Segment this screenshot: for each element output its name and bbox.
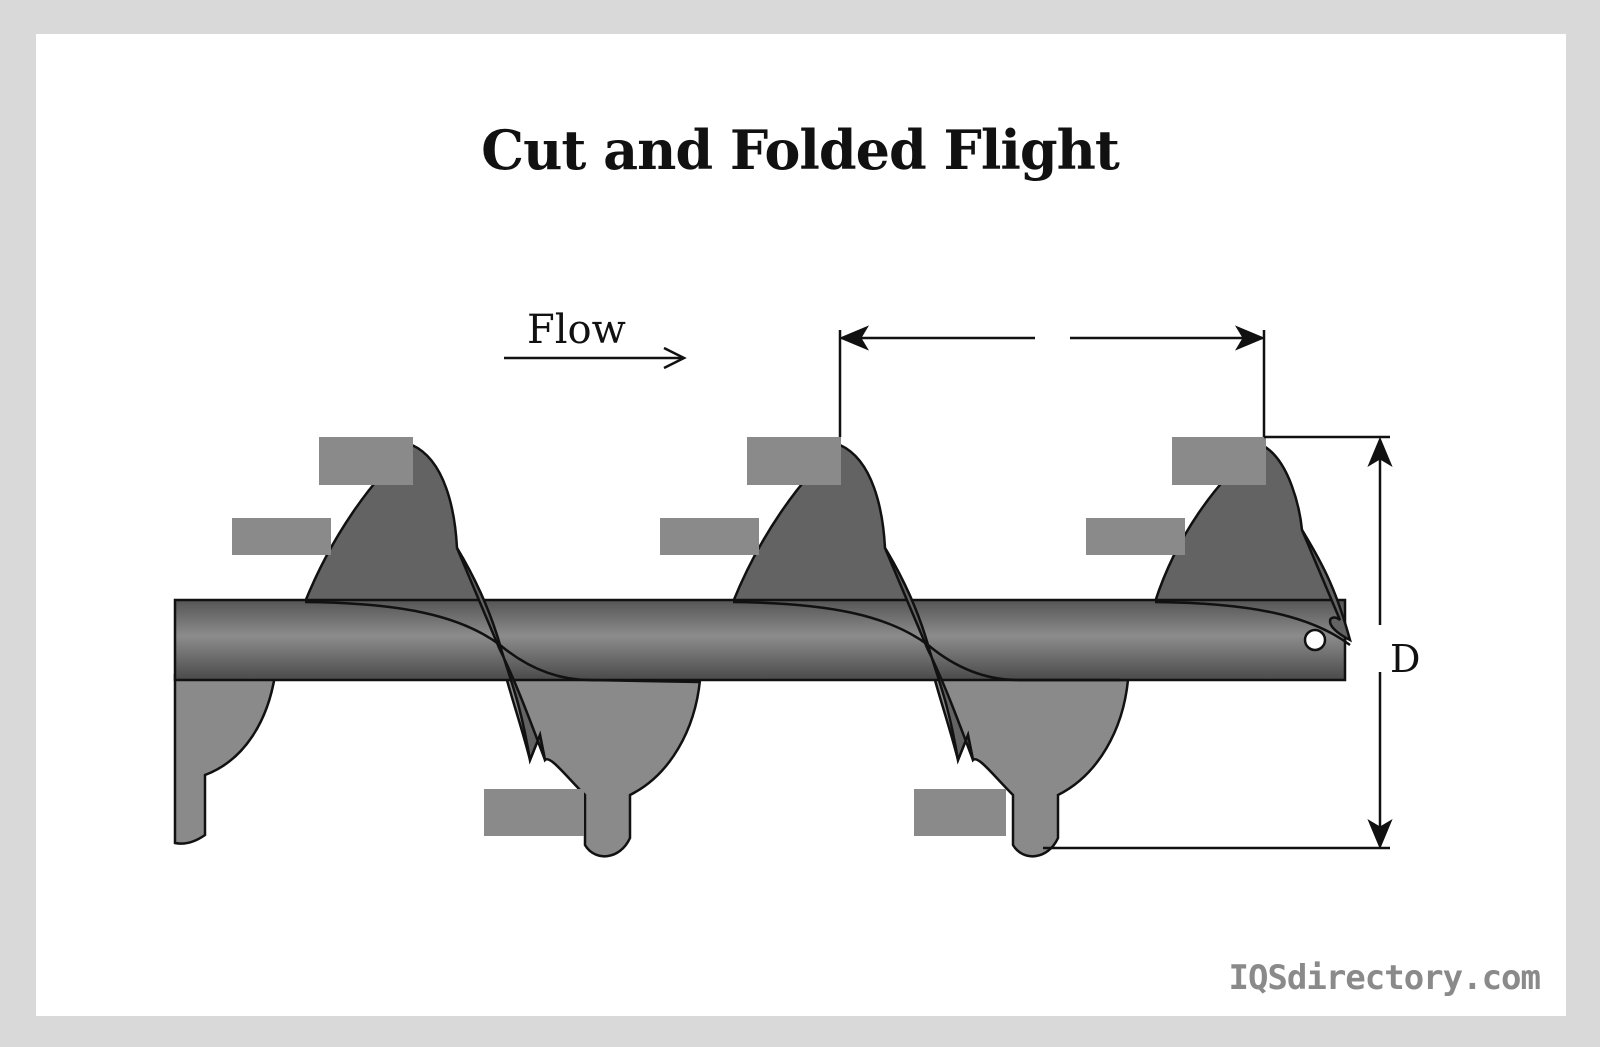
diameter-dimension [1043, 435, 1393, 850]
helix-lines [304, 600, 1351, 684]
diameter-label: D [1390, 637, 1421, 681]
shaft-hole [1303, 628, 1327, 652]
flow-arrow [504, 346, 687, 370]
helix-crossings [455, 529, 1352, 765]
shaft [173, 598, 1347, 682]
label-boxes [232, 437, 1266, 836]
flight-end-lobe [173, 673, 277, 845]
flow-label: Flow [527, 307, 626, 353]
brand-watermark: IQSdirectory.com [1228, 958, 1541, 998]
pitch-dimension [838, 325, 1266, 437]
diagram-title: Cut and Folded Flight [481, 118, 1120, 182]
